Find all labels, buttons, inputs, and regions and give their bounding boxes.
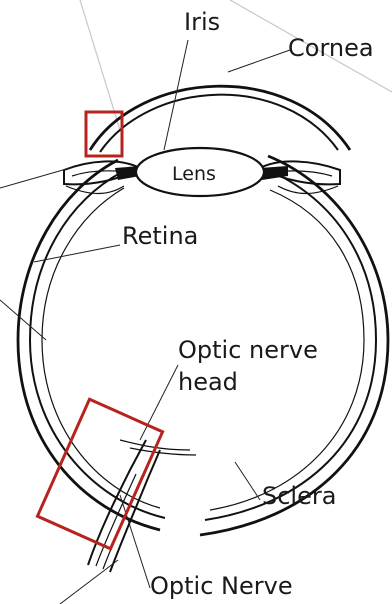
label-cornea: Cornea [288, 34, 374, 62]
background-guides [80, 0, 392, 130]
ciliary-body-left [64, 161, 140, 193]
label-iris: Iris [184, 8, 220, 36]
label-sclera: Sclera [262, 482, 336, 510]
label-optic-nerve: Optic Nerve [150, 572, 293, 600]
cornea-dome [90, 86, 350, 152]
label-lens: Lens [172, 163, 216, 185]
label-optic-nerve-head-line2: head [178, 368, 238, 396]
label-retina: Retina [122, 222, 198, 250]
label-optic-nerve-head-line1: Optic nerve [178, 336, 318, 364]
